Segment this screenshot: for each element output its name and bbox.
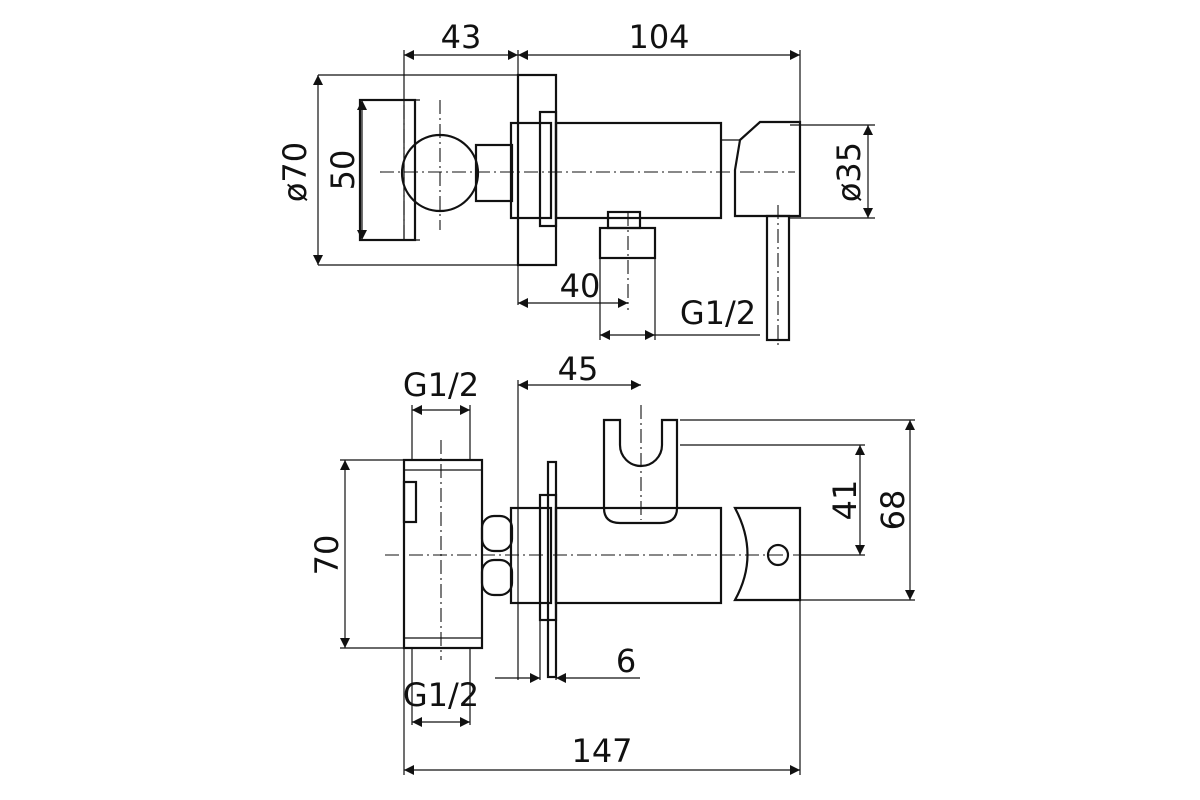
dim-147: 147 bbox=[571, 732, 632, 770]
dim-40: 40 bbox=[560, 267, 601, 305]
dim-50: 50 bbox=[324, 150, 362, 191]
dim-diameter-70: ø70 bbox=[276, 142, 314, 202]
dim-6: 6 bbox=[616, 642, 636, 680]
dim-45: 45 bbox=[558, 350, 599, 388]
shower-holder bbox=[602, 418, 679, 525]
valve-body bbox=[554, 121, 723, 220]
top-view: 43 104 ø70 50 ø35 40 G1/2 bbox=[276, 18, 875, 345]
dim-68: 68 bbox=[874, 490, 912, 531]
dim-inlet-thread-top: G1/2 bbox=[403, 366, 479, 404]
dim-104: 104 bbox=[628, 18, 689, 56]
dim-41: 41 bbox=[826, 480, 864, 521]
dim-outlet-thread: G1/2 bbox=[680, 294, 756, 332]
dim-diameter-35: ø35 bbox=[830, 142, 868, 202]
dim-70: 70 bbox=[308, 535, 346, 576]
front-view: G1/2 45 70 41 68 6 G1/2 147 bbox=[308, 350, 915, 775]
dim-inlet-thread-bottom: G1/2 bbox=[403, 676, 479, 714]
in-wall-body bbox=[402, 458, 484, 650]
outlet-connector bbox=[598, 226, 657, 260]
dim-43: 43 bbox=[441, 18, 482, 56]
